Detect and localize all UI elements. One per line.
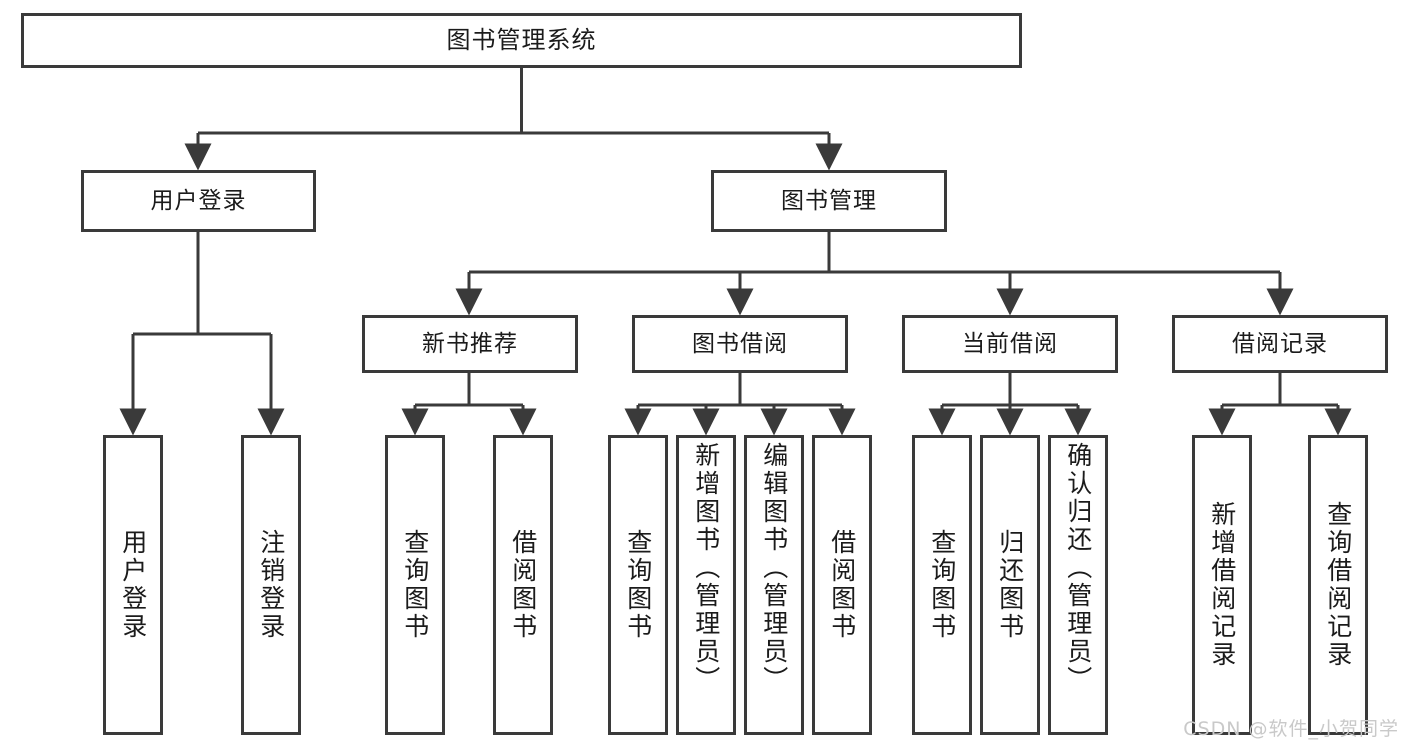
node-label: 图书借阅 [692,330,788,357]
node-label: 图书管理 [781,187,877,214]
node-label: 用户登录 [150,187,247,214]
node-label: 查询借阅记录 [1323,501,1353,669]
leaf-new-book-query[interactable]: 查询图书 [385,435,445,735]
node-label: 注销登录 [256,529,286,641]
leaf-current-query-book[interactable]: 查询图书 [912,435,972,735]
node-current-borrow[interactable]: 当前借阅 [902,315,1118,373]
leaf-borrow-edit-book-admin[interactable]: 编辑图书（管理员） [744,435,804,735]
node-new-book-recommend[interactable]: 新书推荐 [362,315,578,373]
node-book-borrow[interactable]: 图书借阅 [632,315,848,373]
leaf-current-confirm-return-admin[interactable]: 确认归还（管理员） [1048,435,1108,735]
node-borrow-record[interactable]: 借阅记录 [1172,315,1388,373]
node-label: 借阅记录 [1232,330,1328,357]
node-label: 查询图书 [623,529,653,641]
node-user-login[interactable]: 用户登录 [81,170,316,232]
leaf-user-login-login[interactable]: 用户登录 [103,435,163,735]
node-label: 用户登录 [118,529,148,641]
node-label: 当前借阅 [962,330,1058,357]
leaf-user-login-logout[interactable]: 注销登录 [241,435,301,735]
node-label: 确认归还（管理员） [1063,442,1093,694]
leaf-new-book-borrow[interactable]: 借阅图书 [493,435,553,735]
leaf-record-query-record[interactable]: 查询借阅记录 [1308,435,1368,735]
node-label: 新增借阅记录 [1207,501,1237,669]
node-label: 图书管理系统 [446,25,597,54]
leaf-borrow-borrow-book[interactable]: 借阅图书 [812,435,872,735]
node-label: 借阅图书 [508,529,538,641]
leaf-current-return-book[interactable]: 归还图书 [980,435,1040,735]
node-book-management[interactable]: 图书管理 [711,170,947,232]
node-label: 查询图书 [400,529,430,641]
leaf-borrow-query-book[interactable]: 查询图书 [608,435,668,735]
node-label: 归还图书 [995,529,1025,641]
node-label: 编辑图书（管理员） [759,442,789,694]
node-root-system[interactable]: 图书管理系统 [21,13,1022,68]
node-label: 借阅图书 [827,529,857,641]
node-label: 新书推荐 [422,330,518,357]
node-label: 查询图书 [927,529,957,641]
leaf-borrow-add-book-admin[interactable]: 新增图书（管理员） [676,435,736,735]
node-label: 新增图书（管理员） [691,442,721,694]
leaf-record-add-record[interactable]: 新增借阅记录 [1192,435,1252,735]
